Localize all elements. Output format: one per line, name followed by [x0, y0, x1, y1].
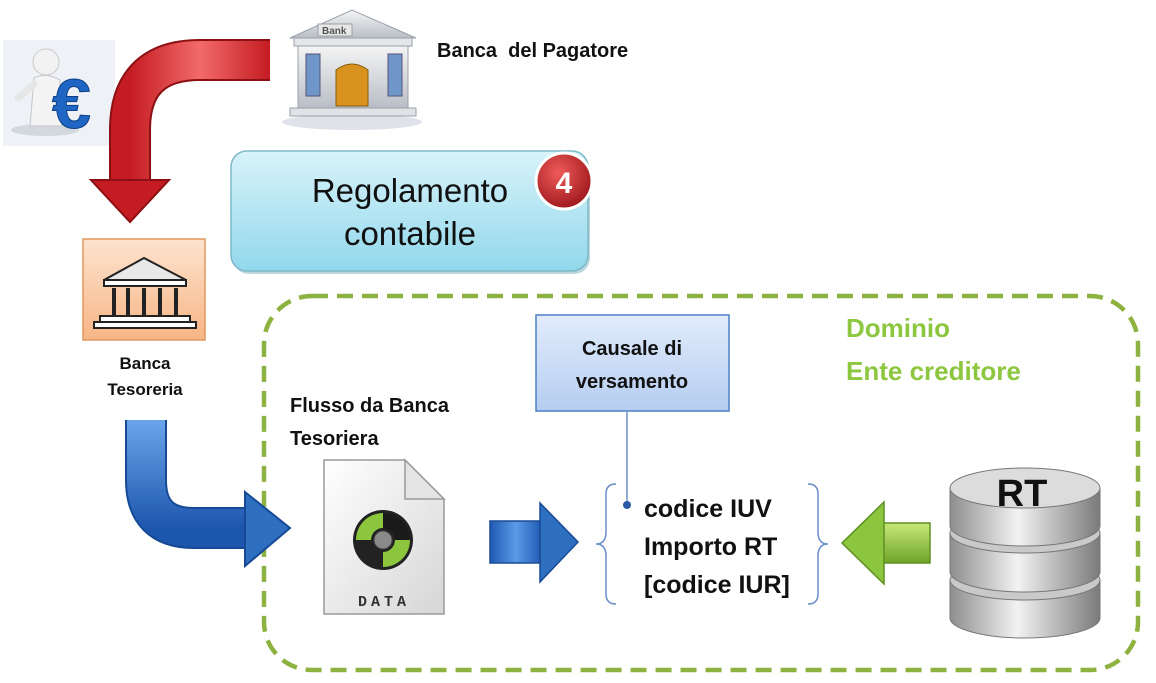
green-arrow — [840, 500, 931, 586]
red-curved-arrow — [88, 39, 270, 224]
treasury-bank-line1: Banca — [119, 354, 171, 373]
causale-line1: Causale di — [582, 338, 682, 360]
payer-bank-label: Banca del Pagatore — [437, 40, 628, 62]
step-badge — [534, 151, 594, 211]
step-badge-number: 4 — [556, 167, 573, 200]
right-brace — [807, 483, 829, 605]
domain-line2: Ente creditore — [846, 356, 1021, 386]
settlement-line1: Regolamento — [312, 172, 508, 209]
field-importo-rt: Importo RT — [644, 533, 777, 561]
domain-line1: Dominio — [846, 313, 950, 343]
payer-bank-icon: Bank — [282, 9, 422, 130]
settlement-line2: contabile — [344, 215, 476, 252]
svg-text:€: € — [52, 65, 91, 143]
domain-boundary — [261, 293, 1141, 673]
flow-label-line2: Tesoriera — [290, 428, 379, 450]
left-brace — [595, 483, 617, 605]
field-codice-iuv: codice IUV — [644, 495, 772, 523]
settlement-box — [230, 150, 590, 274]
causale-connector-dot — [623, 501, 631, 509]
blue-curved-arrow — [125, 420, 292, 569]
treasury-bank-line2: Tesoreria — [107, 380, 183, 399]
blue-straight-arrow — [489, 501, 580, 584]
bank-sign: Bank — [322, 26, 347, 37]
rt-database-label: RT — [997, 473, 1048, 515]
causale-line2: versamento — [576, 371, 688, 393]
person-euro-icon: € — [3, 40, 115, 146]
data-file-icon — [323, 458, 446, 615]
treasury-bank-icon — [82, 238, 206, 341]
causale-box — [535, 314, 730, 412]
rt-database-icon — [949, 467, 1101, 639]
field-codice-iur: [codice IUR] — [644, 571, 790, 599]
flow-label-line1: Flusso da Banca — [290, 395, 450, 417]
data-file-label: DATA — [358, 594, 410, 611]
